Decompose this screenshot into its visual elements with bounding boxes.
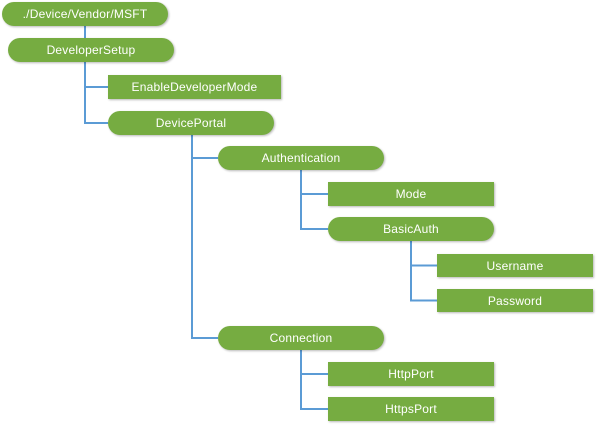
tree-node-label: Connection	[269, 331, 333, 345]
tree-node-label: BasicAuth	[383, 222, 439, 236]
connector-auth-to-mode	[300, 170, 328, 195]
tree-node-username[interactable]: Username	[437, 254, 593, 277]
connector-connection-to-httpport	[300, 350, 328, 375]
connector-devsetup-to-enabledev	[84, 62, 108, 88]
connector-auth-to-basicauth	[300, 170, 328, 230]
tree-node-httpsport[interactable]: HttpsPort	[328, 397, 494, 421]
tree-node-mode[interactable]: Mode	[328, 182, 494, 206]
connector-devportal-to-connection	[191, 135, 218, 339]
tree-node-connection[interactable]: Connection	[218, 326, 384, 350]
tree-node-basicauth[interactable]: BasicAuth	[328, 217, 494, 241]
tree-node-enabledev[interactable]: EnableDeveloperMode	[108, 75, 281, 99]
connector-devportal-to-auth	[191, 135, 218, 159]
tree-node-label: DevicePortal	[155, 116, 227, 130]
tree-node-label: ./Device/Vendor/MSFT	[22, 7, 148, 21]
tree-node-auth[interactable]: Authentication	[218, 146, 384, 170]
tree-node-label: Mode	[395, 187, 427, 201]
tree-node-label: Authentication	[261, 151, 341, 165]
tree-node-label: EnableDeveloperMode	[131, 80, 258, 94]
tree-node-label: HttpsPort	[385, 402, 437, 416]
tree-node-devsetup[interactable]: DeveloperSetup	[8, 38, 174, 62]
tree-node-httpport[interactable]: HttpPort	[328, 362, 494, 386]
tree-node-password[interactable]: Password	[437, 289, 593, 312]
tree-node-label: DeveloperSetup	[46, 43, 136, 57]
tree-node-label: Password	[487, 293, 543, 308]
tree-node-root[interactable]: ./Device/Vendor/MSFT	[2, 2, 168, 26]
connector-basicauth-to-password	[410, 241, 437, 302]
tree-node-devportal[interactable]: DevicePortal	[108, 111, 274, 135]
connector-devsetup-to-devportal	[84, 62, 108, 124]
tree-node-label: HttpPort	[388, 367, 434, 381]
connector-connection-to-httpsport	[300, 350, 328, 410]
connector-basicauth-to-username	[410, 241, 437, 267]
tree-node-label: Username	[486, 258, 544, 273]
